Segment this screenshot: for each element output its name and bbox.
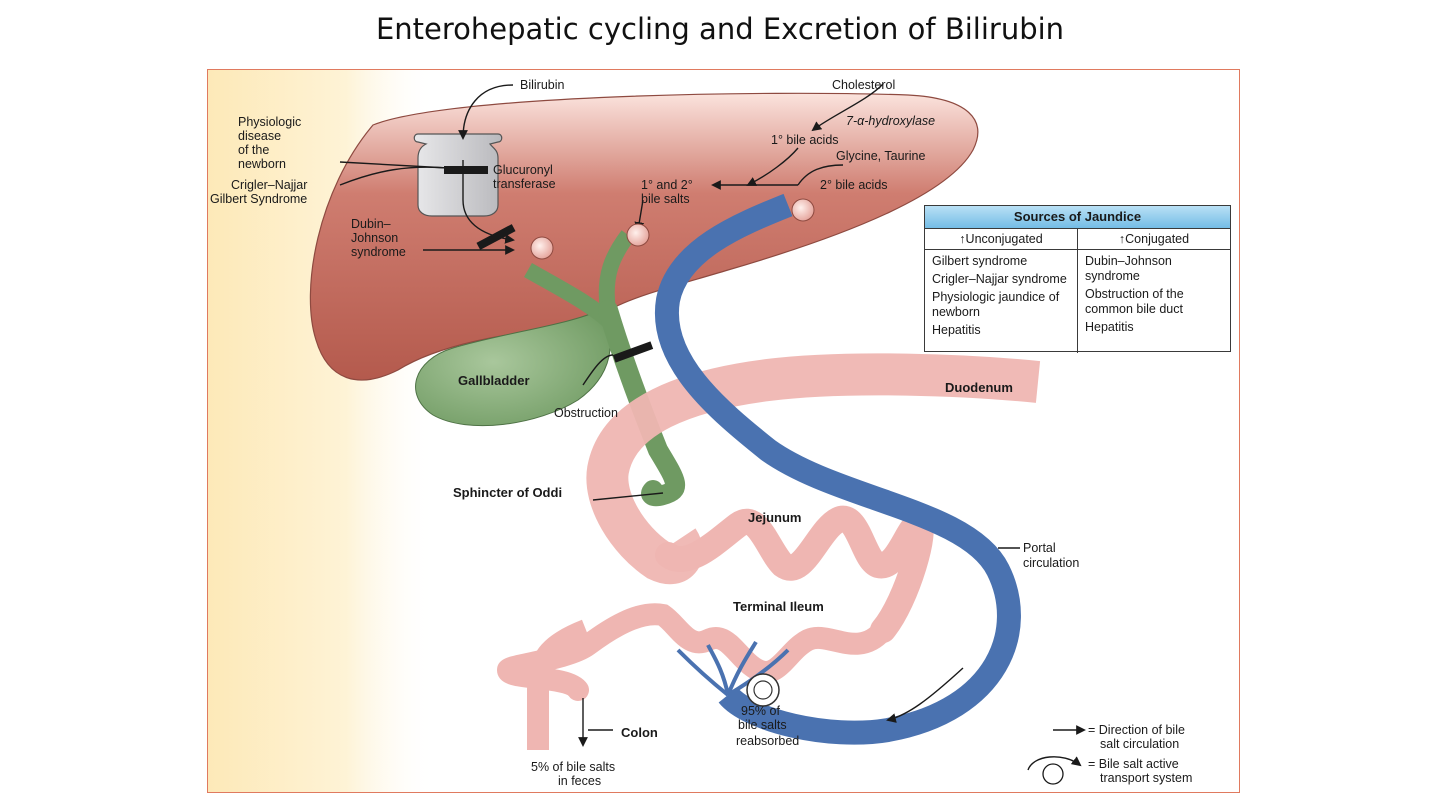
legend-transport-2: transport system	[1100, 771, 1192, 785]
common-bile-duct	[598, 300, 685, 507]
label-glycine-taurine: Glycine, Taurine	[836, 149, 925, 163]
label-feces-2: in feces	[558, 774, 601, 788]
label-gallbladder: Gallbladder	[458, 373, 530, 388]
legend-direction-1: = Direction of bile	[1088, 723, 1185, 737]
arrow-portal-flow	[886, 667, 964, 723]
column-header: ↑Conjugated	[1078, 229, 1230, 250]
label-bile-acids-2: 2° bile acids	[820, 178, 888, 192]
label-portal-2: circulation	[1023, 556, 1079, 570]
label-portal-1: Portal	[1023, 541, 1056, 555]
transport-sites	[530, 198, 815, 707]
label-dubin-2: Johnson	[351, 231, 398, 245]
colon	[527, 619, 591, 750]
label-physiologic-4: newborn	[238, 157, 286, 171]
label-glucuronyl-2: transferase	[493, 177, 556, 191]
label-glucuronyl-1: Glucuronyl	[493, 163, 553, 177]
hepatic-duct-right	[598, 230, 635, 312]
diagram-frame: Bilirubin Cholesterol 7-α-hydroxylase 1°…	[207, 69, 1240, 793]
label-jejunum: Jejunum	[748, 510, 801, 525]
label-feces-1: 5% of bile salts	[531, 760, 615, 774]
hepatocyte	[413, 133, 503, 217]
arrow-cholesterol	[811, 83, 884, 132]
label-bile-salts-2: bile salts	[641, 192, 690, 206]
list-item: Dubin–Johnson syndrome	[1085, 254, 1172, 283]
label-terminal-ileum: Terminal Ileum	[733, 599, 824, 614]
line-obstruction	[582, 354, 614, 386]
list-item: Gilbert syndrome	[932, 254, 1028, 268]
label-reabsorbed-1: 95% of	[741, 704, 780, 718]
list-item: Hepatitis	[1085, 320, 1134, 334]
label-dubin-3: syndrome	[351, 245, 406, 259]
legend-transport-circle-icon	[1042, 763, 1064, 785]
jaundice-table-title: Sources of Jaundice	[925, 206, 1230, 229]
label-gilbert: Gilbert Syndrome	[210, 192, 307, 206]
jaundice-column-conjugated: ↑Conjugated Dubin–Johnson syndrome Obstr…	[1077, 229, 1230, 353]
legend-transport-1: = Bile salt active	[1088, 757, 1179, 771]
line-sphincter	[592, 492, 664, 501]
label-colon: Colon	[621, 725, 658, 740]
line-crigler	[339, 166, 449, 186]
ileum-veins	[676, 640, 790, 697]
arrow-bile-acids	[746, 147, 799, 186]
list-item: Physiologic jaundice of newborn	[932, 290, 1060, 319]
list-item: Hepatitis	[932, 323, 981, 337]
enterohepatic-diagram: Bilirubin Cholesterol 7-α-hydroxylase 1°…	[208, 70, 1192, 792]
slide-title: Enterohepatic cycling and Excretion of B…	[375, 12, 1065, 46]
block-obstruction	[612, 341, 654, 363]
legend-transport-arrow-icon	[1027, 756, 1082, 771]
portal-vein	[654, 193, 1021, 745]
label-physiologic-3: of the	[238, 143, 269, 157]
label-bile-acids-1: 1° bile acids	[771, 133, 839, 147]
list-item: Obstruction of the common bile duct	[1085, 287, 1184, 316]
label-hydroxylase: 7-α-hydroxylase	[846, 114, 935, 128]
label-physiologic-1: Physiologic	[238, 115, 301, 129]
legend: = Direction of bile salt circulation = B…	[1027, 723, 1192, 785]
arrow-glycine	[797, 164, 844, 186]
terminal-ileum	[496, 603, 894, 701]
column-header: ↑Unconjugated	[925, 229, 1077, 250]
list-item: Crigler–Najjar syndrome	[932, 272, 1067, 286]
label-physiologic-2: disease	[238, 129, 281, 143]
label-crigler: Crigler–Najjar	[231, 178, 307, 192]
jaundice-column-unconjugated: ↑Unconjugated Gilbert syndrome Crigler–N…	[925, 229, 1077, 353]
label-reabsorbed-3: reabsorbed	[736, 734, 799, 748]
label-duodenum: Duodenum	[945, 380, 1013, 395]
legend-direction-2: salt circulation	[1100, 737, 1179, 751]
block-dubin-johnson	[476, 224, 516, 250]
label-cholesterol: Cholesterol	[832, 78, 895, 92]
gallbladder-shape	[415, 309, 611, 427]
label-obstruction: Obstruction	[554, 406, 618, 420]
label-dubin-1: Dubin–	[351, 217, 391, 231]
label-bile-salts-1: 1° and 2°	[641, 178, 693, 192]
label-reabsorbed-2: bile salts	[738, 718, 787, 732]
block-glucuronyl	[444, 166, 488, 174]
jaundice-table: Sources of Jaundice ↑Unconjugated Gilber…	[924, 205, 1231, 353]
arrow-bilirubin-in	[458, 84, 514, 140]
label-sphincter: Sphincter of Oddi	[453, 485, 562, 500]
label-bilirubin: Bilirubin	[520, 78, 565, 92]
